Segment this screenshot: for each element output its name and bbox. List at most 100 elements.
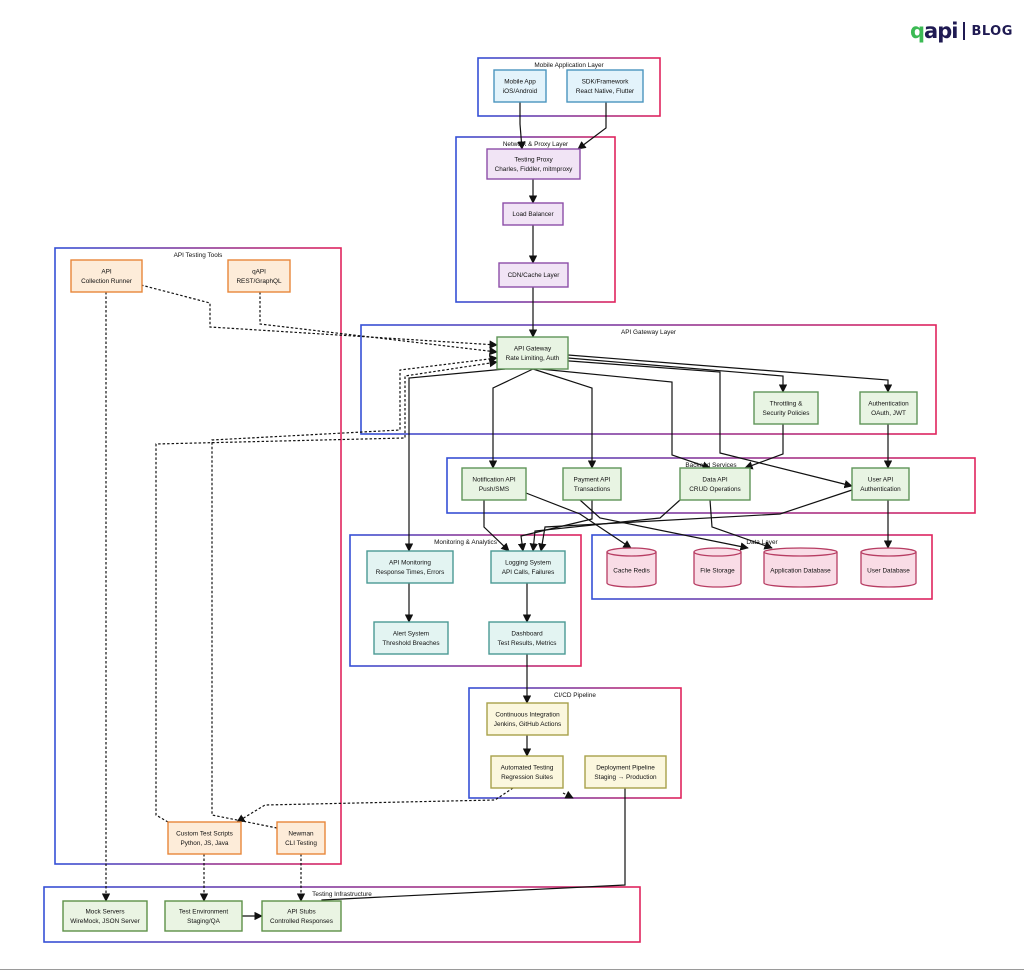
node-label-ci-0: Continuous Integration [495,712,560,719]
edge-6 [259,292,498,356]
brand-divider [963,22,966,40]
group-tools [54,247,342,865]
edge-17 [483,500,510,552]
node-top-appdb [763,547,838,557]
node-label-scripts-0: Custom Test Scripts [176,831,233,838]
node-box-autotest [490,755,564,789]
node-label-collection-1: Collection Runner [81,278,133,285]
node-box-mock [62,900,148,932]
node-label-dataapi-1: CRUD Operations [689,486,741,493]
node-files[interactable]: File Storage [693,547,742,588]
node-box-alert [373,621,449,655]
node-label-deploy-1: Staging → Production [594,774,657,781]
node-box-payment [562,467,622,501]
group-label-cicd: CI/CD Pipeline [554,692,596,699]
edge-21 [579,499,749,551]
node-body-appdb [763,552,838,588]
edge-13 [744,424,784,470]
node-label-payment-1: Transactions [574,486,610,493]
node-box-testenv [164,900,243,932]
node-label-alert-0: Alert System [393,631,429,638]
node-label-sdk-1: React Native, Flutter [576,88,635,95]
node-label-qapi-1: REST/GraphQL [236,278,282,285]
node-box-mobile_app [493,69,547,103]
node-lb[interactable]: Load Balancer [502,202,564,226]
group-data [591,534,933,600]
group-label-tools: API Testing Tools [174,252,223,259]
node-notif[interactable]: Notification API Push/SMS [461,467,527,501]
node-throttle[interactable]: Throttling &Security Policies [753,391,819,425]
node-box-stubs [261,900,342,932]
node-cdn[interactable]: CDN/Cache Layer [498,262,569,288]
node-label-mobile_app-0: Mobile App [504,79,536,86]
node-label-proxy-0: Testing Proxy [514,157,553,164]
group-monitor [349,534,582,667]
node-body-redis [606,552,657,588]
node-label-notif-0: Notification API [472,477,516,484]
node-box-cdn [498,262,569,288]
group-label-proxy: Network & Proxy Layer [503,141,569,148]
edges-layer [101,102,893,921]
node-label-newman-0: Newman [288,831,314,838]
group-label-monitor: Monitoring & Analytics [434,539,497,546]
node-body-userdb [860,552,917,588]
node-label-proxy-1: Charles, Fiddler, mitmproxy [495,166,574,173]
node-redis[interactable]: Cache Redis [606,547,657,588]
node-label-mobile_app-1: iOS/Android [503,88,538,95]
node-box-logging [490,550,566,584]
node-userdb[interactable]: User Database [860,547,917,588]
node-box-dataapi [679,467,751,501]
node-box-newman [276,821,326,855]
edge-28 [236,787,514,823]
edge-12 [567,354,893,393]
node-appdb[interactable]: Application Database [763,547,838,588]
node-label-userdb-0: User Database [867,568,910,575]
brand-logo[interactable]: qapi BLOG [910,18,1013,44]
node-label-stubs-1: Controlled Responses [270,918,333,925]
node-label-dashboard-1: Test Results, Metrics [498,640,557,647]
node-top-files [693,547,742,557]
page-divider [0,969,1024,970]
node-box-authn [859,391,918,425]
edge-20 [538,489,853,552]
node-label-autotest-0: Automated Testing [501,765,554,772]
node-label-throttle-1: Security Policies [763,410,810,417]
node-label-notif-1: Push/SMS [479,486,509,493]
node-label-deploy-0: Deployment Pipeline [596,765,655,772]
node-label-apimon-1: Response Times, Errors [376,569,445,576]
edge-1 [577,102,607,150]
edge-32 [211,354,498,829]
node-box-sdk [566,69,644,103]
edge-16 [525,492,632,549]
node-mobile_app[interactable]: Mobile App iOS/Android [493,69,547,103]
node-box-apimon [366,550,454,584]
node-label-newman-1: CLI Testing [285,840,317,847]
node-label-lb-0: Load Balancer [512,211,554,218]
group-label-infra: Testing Infrastructure [312,891,372,898]
node-top-userdb [860,547,917,557]
node-label-authn-1: OAuth, JWT [871,410,906,417]
node-label-alert-1: Threshold Breaches [382,640,439,647]
